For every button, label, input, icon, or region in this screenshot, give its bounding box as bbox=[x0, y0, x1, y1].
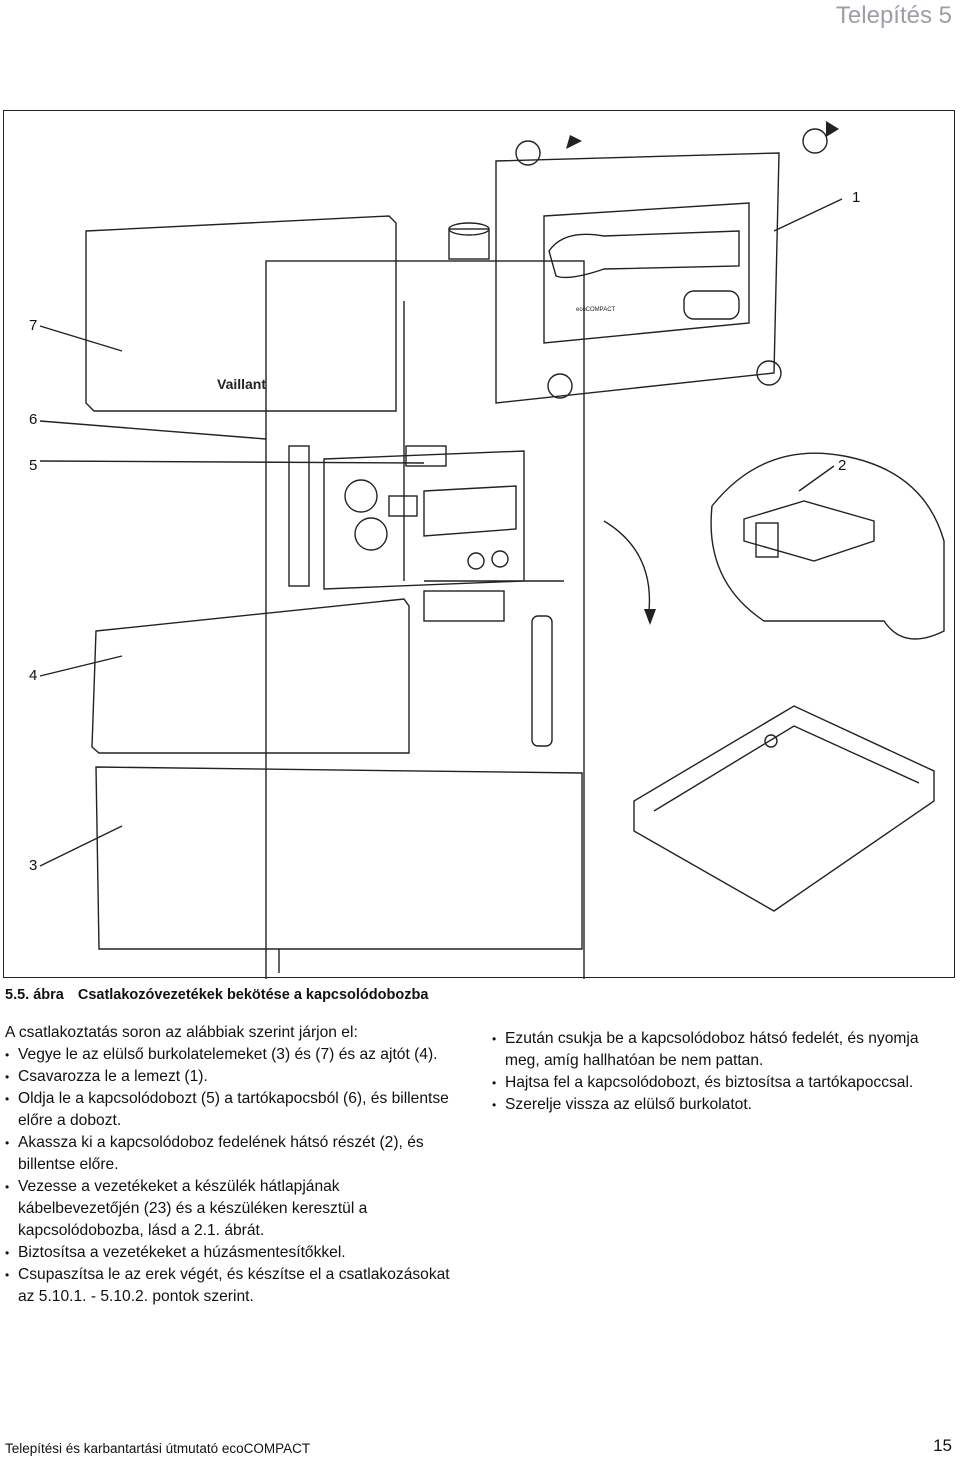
caption-number: 5.5. ábra bbox=[5, 987, 64, 1003]
boiler-drawing: Vaillant ecoCOMPACT bbox=[39, 121, 945, 979]
page-number: 15 bbox=[933, 1436, 952, 1455]
callout-5: 5 bbox=[29, 457, 38, 474]
device-label: ecoCOMPACT bbox=[576, 307, 616, 313]
control-box-5 bbox=[323, 450, 525, 590]
figure-caption: 5.5. ábra Csatlakozóvezetékek bekötése a … bbox=[5, 987, 428, 1003]
callout-3: 3 bbox=[29, 857, 38, 874]
list-item: Vegye le az elülső burkolatelemeket (3) … bbox=[5, 1044, 465, 1066]
inset-detail-2 bbox=[710, 452, 945, 640]
connection-box-detail bbox=[633, 705, 935, 912]
right-column: Ezután csukja be a kapcsolódoboz hátsó f… bbox=[492, 1028, 952, 1116]
callout-2: 2 bbox=[838, 457, 847, 474]
list-item: Biztosítsa a vezetékeket a húzásmentesít… bbox=[5, 1242, 465, 1264]
boiler-body bbox=[265, 260, 585, 979]
cover-plate-1 bbox=[495, 152, 780, 404]
right-step-list: Ezután csukja be a kapcsolódoboz hátsó f… bbox=[492, 1028, 952, 1116]
installation-figure: Vaillant ecoCOMPACT 1 2 3 4 5 6 7 bbox=[3, 110, 955, 979]
list-item: Csavarozza le a lemezt (1). bbox=[5, 1066, 465, 1088]
callout-7: 7 bbox=[29, 317, 38, 334]
callout-4: 4 bbox=[29, 667, 38, 684]
callout-6: 6 bbox=[29, 411, 38, 428]
list-item: Ezután csukja be a kapcsolódoboz hátsó f… bbox=[492, 1028, 952, 1072]
caption-text: Csatlakozóvezetékek bekötése a kapcsolód… bbox=[77, 987, 429, 1003]
page-header-title: Telepítés 5 bbox=[835, 2, 952, 29]
list-item: Csupaszítsa le az erek végét, és készíts… bbox=[5, 1264, 465, 1308]
left-step-list: Vegye le az elülső burkolatelemeket (3) … bbox=[5, 1044, 465, 1308]
vaillant-logo: Vaillant bbox=[217, 376, 266, 392]
list-item: Hajtsa fel a kapcsolódobozt, és biztosít… bbox=[492, 1072, 952, 1094]
footer-document-title: Telepítési és karbantartási útmutató eco… bbox=[5, 1441, 311, 1456]
list-item: Vezesse a vezetékeket a készülék hátlapj… bbox=[5, 1176, 465, 1242]
door-4 bbox=[91, 598, 410, 754]
intro-text: A csatlakoztatás soron az alábbiak szeri… bbox=[5, 1024, 358, 1041]
callout-1: 1 bbox=[852, 189, 861, 206]
left-column: A csatlakoztatás soron az alábbiak szeri… bbox=[5, 1022, 465, 1308]
list-item: Oldja le a kapcsolódobozt (5) a tartókap… bbox=[5, 1088, 465, 1132]
front-panel-7 bbox=[85, 215, 397, 412]
list-item: Akassza ki a kapcsolódoboz fedelének hát… bbox=[5, 1132, 465, 1176]
list-item: Szerelje vissza az elülső burkolatot. bbox=[492, 1094, 952, 1116]
front-panel-3 bbox=[95, 766, 583, 950]
